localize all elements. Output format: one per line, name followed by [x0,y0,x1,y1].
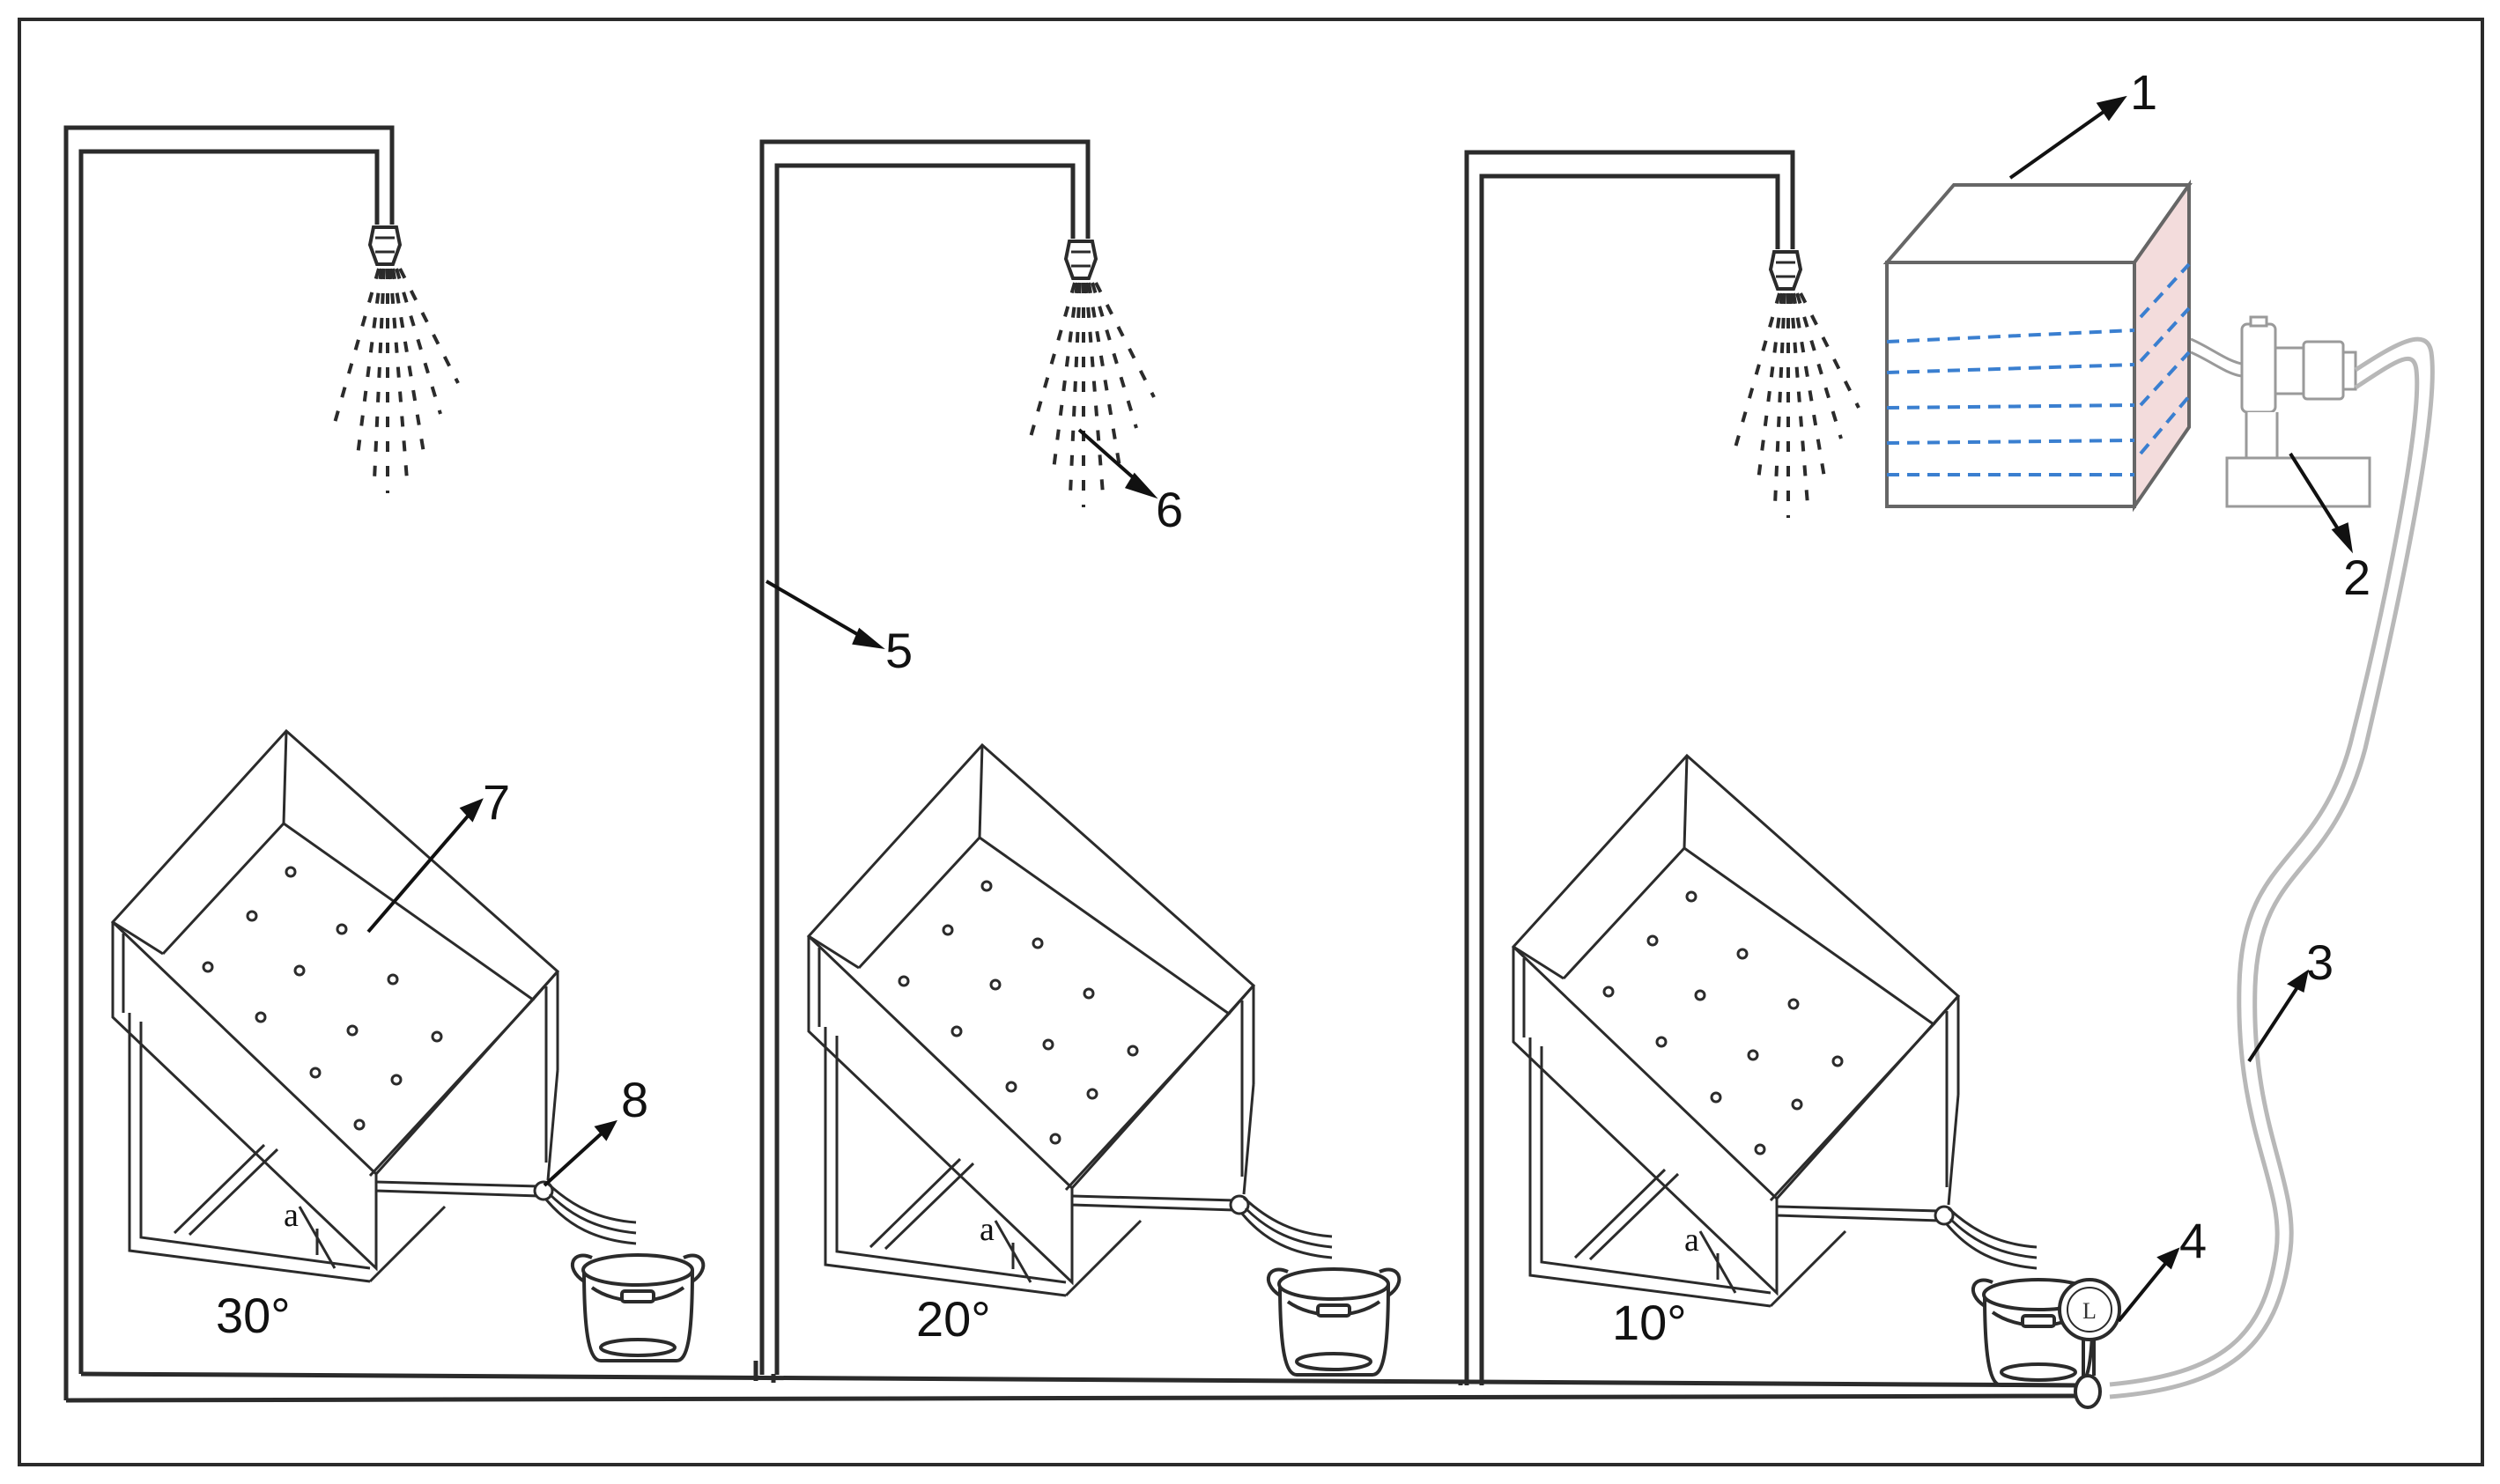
label-tray: 7 [483,774,510,830]
flowmeter: L [2058,1278,2121,1409]
label-hose: 3 [2306,934,2334,990]
angle-label-10: 10° [1612,1295,1687,1350]
supply-hose [2109,336,2435,1399]
angle-label-30: 30° [216,1288,291,1343]
station-30 [66,128,703,1361]
alpha-symbol-3: a [1684,1222,1699,1259]
label-spray: 6 [1156,482,1183,537]
label-pipe: 5 [885,623,913,678]
water-tank [1882,179,2193,513]
pump [2190,315,2371,508]
label-outlet: 8 [621,1072,648,1127]
angle-label-20: 20° [916,1291,991,1347]
manifold-pipe [65,1393,2084,1403]
station-20 [762,142,1399,1375]
label-flowmeter: 4 [2179,1213,2207,1268]
alpha-symbol-2: a [980,1211,995,1248]
label-pump: 2 [2343,550,2371,605]
gauge-letter: L [2082,1298,2097,1324]
alpha-symbol-1: a [284,1197,299,1234]
label-tank: 1 [2130,64,2157,120]
figure-border [18,18,2484,1466]
